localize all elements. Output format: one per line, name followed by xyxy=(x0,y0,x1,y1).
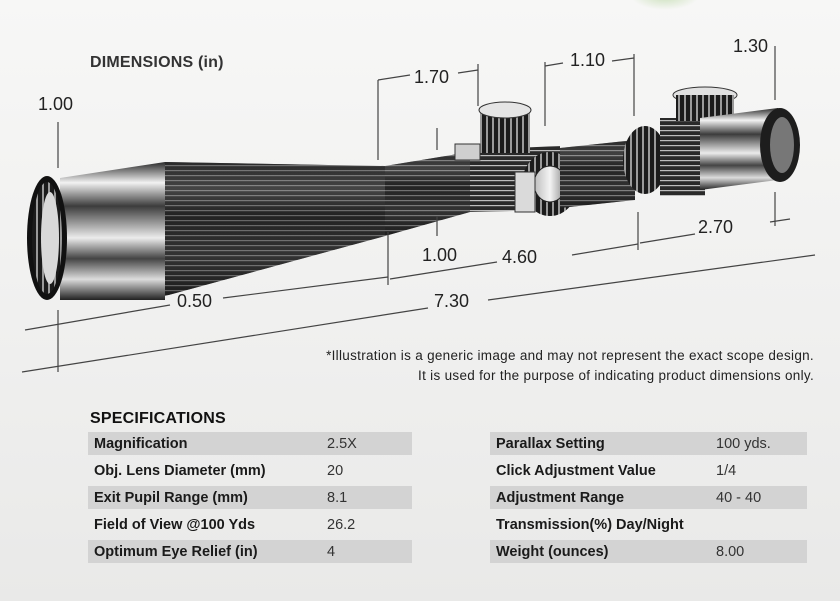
dimension-lines xyxy=(21,46,816,373)
spec-row: Magnification 2.5X xyxy=(88,432,412,455)
disclaimer-line-1: *Illustration is a generic image and may… xyxy=(326,348,814,363)
spec-row: Click Adjustment Value 1/4 xyxy=(490,459,807,482)
spec-label: Parallax Setting xyxy=(490,432,710,455)
spec-value: 20 xyxy=(327,462,344,479)
spec-row: Transmission(%) Day/Night xyxy=(490,513,807,536)
spec-value: 4 xyxy=(321,540,412,563)
dim-rear-height: 1.30 xyxy=(733,36,769,56)
spec-label: Magnification xyxy=(88,432,321,455)
spec-value: 40 - 40 xyxy=(710,486,807,509)
dim-turret-width: 1.10 xyxy=(570,50,606,70)
dim-mid-length: 4.60 xyxy=(502,247,538,267)
spec-value: 2.5X xyxy=(321,432,412,455)
scope-dimension-drawing xyxy=(21,46,816,373)
spec-label: Click Adjustment Value xyxy=(496,462,656,479)
disclaimer: *Illustration is a generic image and may… xyxy=(326,346,814,386)
objective-bell xyxy=(27,162,385,300)
spec-value: 26.2 xyxy=(327,516,356,533)
spec-label: Weight (ounces) xyxy=(490,540,710,563)
spec-label: Transmission(%) Day/Night xyxy=(496,516,684,533)
dim-eyepiece-length: 2.70 xyxy=(698,217,734,237)
spec-row: Obj. Lens Diameter (mm) 20 xyxy=(88,459,412,482)
spec-row: Optimum Eye Relief (in) 4 xyxy=(88,540,412,563)
spec-value: 8.00 xyxy=(710,540,807,563)
spec-value: 1/4 xyxy=(716,462,737,479)
spec-label: Exit Pupil Range (mm) xyxy=(88,486,321,509)
dimensions-title: DIMENSIONS (in) xyxy=(90,54,224,71)
spec-row: Weight (ounces) 8.00 xyxy=(490,540,807,563)
spec-label: Field of View @100 Yds xyxy=(94,516,256,533)
spec-label: Adjustment Range xyxy=(490,486,710,509)
specs-table-left: Magnification 2.5X Obj. Lens Diameter (m… xyxy=(88,428,412,567)
specifications-title: SPECIFICATIONS xyxy=(90,410,226,427)
spec-row: Field of View @100 Yds 26.2 xyxy=(88,513,412,536)
dim-front-height: 1.00 xyxy=(38,94,74,114)
disclaimer-line-2: It is used for the purpose of indicating… xyxy=(418,368,814,383)
rear-tube xyxy=(560,140,635,208)
spec-label: Obj. Lens Diameter (mm) xyxy=(94,462,266,479)
spec-value: 8.1 xyxy=(321,486,412,509)
spec-label: Optimum Eye Relief (in) xyxy=(88,540,321,563)
spec-row: Exit Pupil Range (mm) 8.1 xyxy=(88,486,412,509)
spec-row: Adjustment Range 40 - 40 xyxy=(490,486,807,509)
spec-value xyxy=(710,513,807,536)
decorative-glow xyxy=(630,0,700,10)
dim-objective-offset: 0.50 xyxy=(177,291,213,311)
dim-overall-length: 7.30 xyxy=(434,291,470,311)
specs-table-right: Parallax Setting 100 yds. Click Adjustme… xyxy=(490,428,807,567)
main-tube xyxy=(385,152,470,236)
spec-value: 100 yds. xyxy=(710,432,807,455)
eyepiece xyxy=(623,86,800,196)
turret-housing xyxy=(454,101,578,216)
dim-tube-diameter: 1.00 xyxy=(422,245,458,265)
dim-turret-spacing: 1.70 xyxy=(414,67,450,87)
spec-row: Parallax Setting 100 yds. xyxy=(490,432,807,455)
